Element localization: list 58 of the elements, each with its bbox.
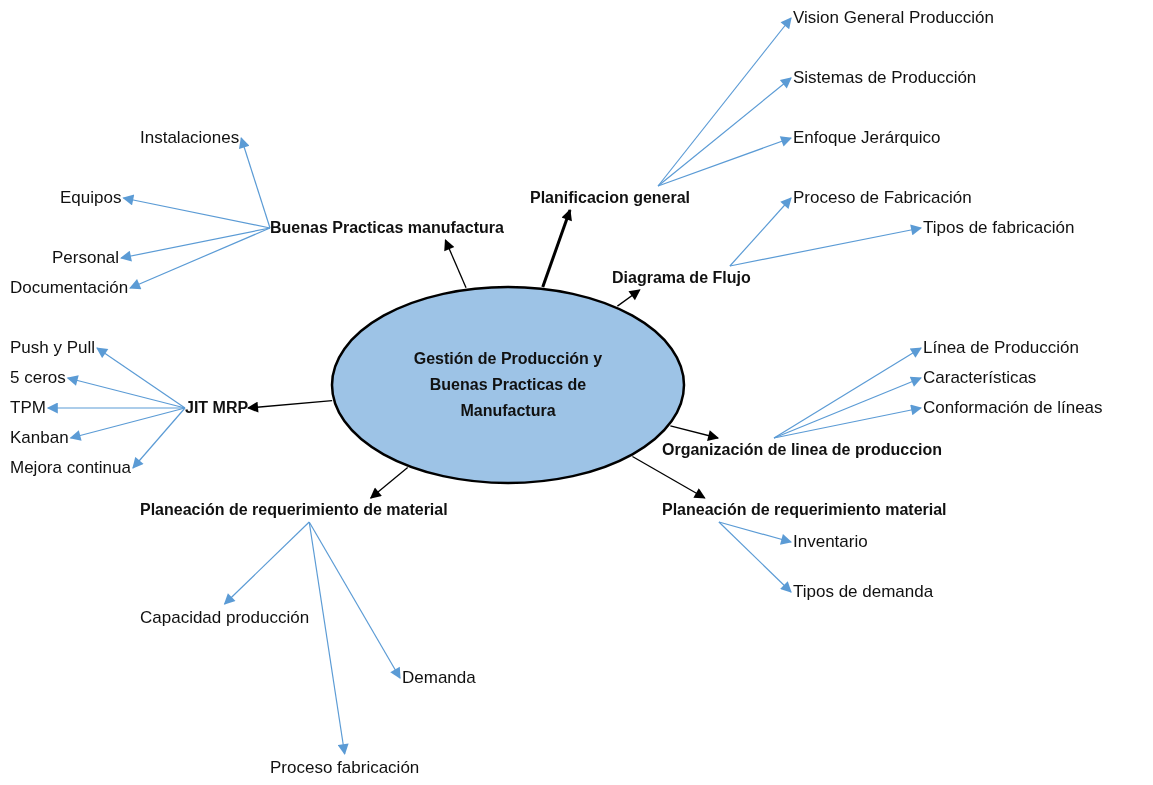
arrow <box>132 407 186 469</box>
branch-arrow <box>669 425 720 441</box>
topic-label: Vision General Producción <box>793 6 994 30</box>
topic-label: Capacidad producción <box>140 606 310 630</box>
topic-label: Conformación de líneas <box>923 396 1103 420</box>
topic-label: Tipos de demanda <box>793 580 934 604</box>
topic-label: Tipos de fabricación <box>923 216 1075 240</box>
topic-label: Proceso fabricación <box>270 756 420 780</box>
branch-arrow <box>369 466 409 499</box>
topic-label: Inventario <box>793 530 868 554</box>
arrow <box>718 521 793 545</box>
topic-label: Documentación <box>10 276 129 300</box>
topic-label: Equipos <box>60 186 122 210</box>
arrow <box>308 521 401 679</box>
arrow <box>308 521 349 756</box>
topic-label: Proceso de Fabricación <box>793 186 972 210</box>
arrow <box>773 404 923 439</box>
arrow <box>729 197 792 267</box>
branch-label: Planeación de requerimiento material <box>662 498 947 522</box>
topic-label: Línea de Producción <box>923 336 1079 360</box>
branch-arrow <box>616 289 641 307</box>
topic-label: Instalaciones <box>140 126 240 150</box>
topic-label: Kanban <box>10 426 69 450</box>
arrow <box>129 227 271 290</box>
arrow <box>223 521 310 605</box>
branch-label: Planeación de requerimiento de material <box>140 498 448 522</box>
branch-label: JIT MRP <box>185 396 249 420</box>
branch-arrow <box>631 455 706 499</box>
arrow <box>773 376 922 439</box>
branch-arrow <box>541 208 572 288</box>
arrow <box>773 347 922 439</box>
topic-label: Personal <box>52 246 120 270</box>
branch-arrow <box>247 399 333 413</box>
topic-label: TPM <box>10 396 46 420</box>
branch-label: Diagrama de Flujo <box>612 266 751 290</box>
topic-label: Enfoque Jerárquico <box>793 126 941 150</box>
arrow <box>96 347 186 409</box>
arrow <box>46 402 186 414</box>
topic-label: Sistemas de Producción <box>793 66 977 90</box>
arrow <box>729 224 923 267</box>
topic-label: Características <box>923 366 1037 390</box>
arrow <box>657 77 792 187</box>
branch-arrow <box>444 239 467 289</box>
topic-label: Mejora continua <box>10 456 131 480</box>
branch-label: Planificacion general <box>530 186 691 210</box>
branch-label: Organización de linea de produccion <box>662 438 943 462</box>
arrow <box>239 136 271 229</box>
arrow <box>657 17 792 187</box>
topic-label: Demanda <box>402 666 476 690</box>
topic-label: Push y Pull <box>10 336 96 360</box>
arrow <box>69 407 186 441</box>
topic-title: Gestión de Producción y Buenas Practicas de Manufactura <box>412 349 604 421</box>
branch-label: Buenas Practicas manufactura <box>270 216 504 240</box>
arrow <box>657 136 793 187</box>
topic-label: 5 ceros <box>10 366 66 390</box>
arrow <box>122 194 271 229</box>
arrow <box>718 521 792 593</box>
arrow <box>120 227 271 262</box>
